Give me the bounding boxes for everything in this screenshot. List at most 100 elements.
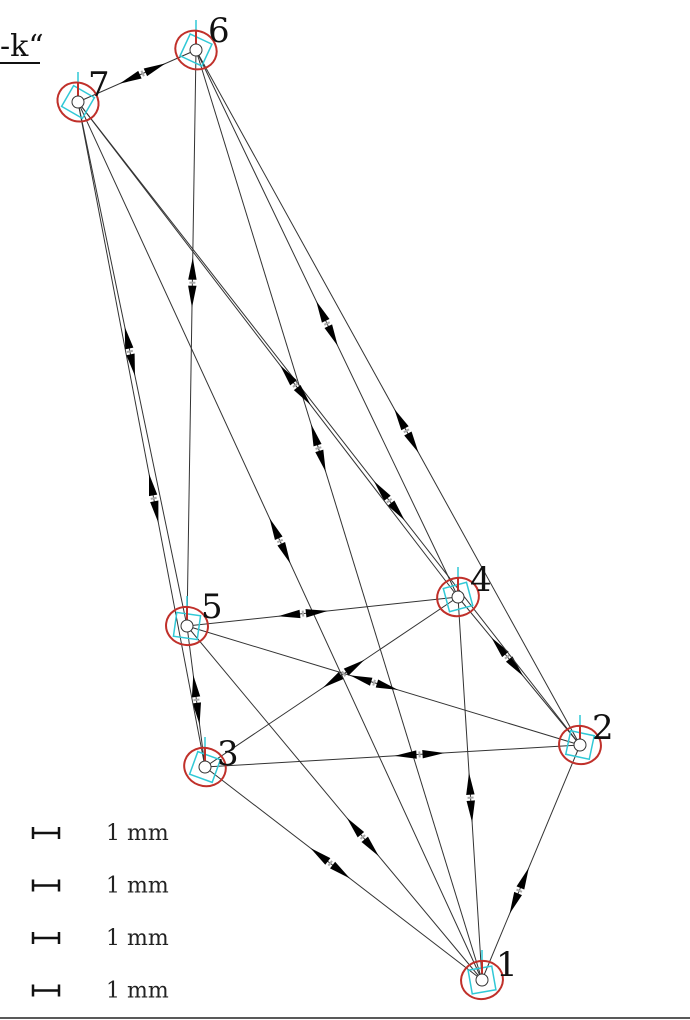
arrow-marker [322,672,344,688]
edge-tick [276,538,284,544]
node-frame [442,581,474,613]
arrow-marker [150,500,159,523]
arrow-marker [491,637,509,658]
nodes-layer: 1 2 3 4 5 6 7 [56,11,614,1001]
arrow-marker [316,300,330,323]
node-5: 5 [165,587,223,647]
edge-tick [315,446,322,450]
arrow-marker [466,800,475,823]
node-label: 5 [201,587,223,627]
edge-tick [140,70,145,77]
node-point [573,738,587,752]
edge-3-7 [77,101,206,768]
node-label: 7 [88,65,110,105]
arrow-marker [188,285,197,308]
arrow-marker [305,609,328,618]
arrow-marker [404,431,419,453]
arrow-marker [330,861,351,879]
error-ellipse [558,724,602,766]
edge-line [77,101,581,746]
edge-1-2 [481,744,581,981]
arrow-marker [466,772,475,795]
scale-label: 1 mm [106,979,169,1004]
arrow-marker [346,817,365,838]
edge-line [77,101,459,598]
error-ellipse [165,605,209,647]
node-point [451,590,465,604]
edge-3-4 [204,596,459,768]
edge-1-7 [77,101,483,981]
edge-tick [126,349,134,354]
edge-6-7 [77,49,197,103]
node-label: 4 [470,560,492,600]
edge-tick [327,860,333,867]
edge-2-7 [77,101,581,746]
edge-tick [403,428,410,434]
arrow-marker [126,353,135,376]
scale-legend: 1 mm 1 mm 1 mm 1 mm [31,821,169,1004]
node-4: 4 [436,560,492,618]
arrow-marker [310,848,331,865]
scale-label: 1 mm [106,821,169,846]
arrow-marker [394,750,417,759]
arrow-marker [505,656,524,677]
arrow-marker [119,70,142,84]
edge-tick [323,321,331,326]
edge-tick [292,382,299,388]
scale-label: 1 mm [106,926,169,951]
edge-tick [386,498,393,504]
edge-line [204,744,581,768]
arrow-marker [315,449,326,472]
edge-tick [516,888,523,893]
node-6: 6 [174,11,230,71]
edge-line [77,101,206,768]
error-ellipse [436,576,480,618]
node-3: 3 [183,734,239,788]
edge-tick [301,610,305,617]
edge-line [195,49,581,746]
arrow-marker [509,891,522,914]
node-point [475,973,489,987]
node-frame [564,729,596,761]
node-label: 1 [496,945,518,985]
title-fragment: -k“ [0,29,44,64]
edge-1-4 [457,596,483,981]
arrow-marker [293,384,311,405]
scale-label: 1 mm [106,874,169,899]
arrow-marker [373,480,391,501]
arrow-marker [143,63,166,77]
arrow-marker [277,541,291,564]
node-2: 2 [558,708,614,766]
arrow-marker [188,257,197,280]
node-7: 7 [56,65,110,123]
edge-tick [341,670,347,677]
arrow-marker [278,609,301,619]
node-frame [172,611,202,641]
edge-tick [193,698,200,702]
scale-bar: 1 mm [31,821,169,846]
error-ellipse [460,959,504,1001]
scale-bar: 1 mm [31,979,169,1004]
node-label: 3 [217,734,239,774]
scale-bar: 1 mm [31,926,169,951]
edge-4-5 [186,596,459,627]
arrow-marker [191,675,201,698]
arrow-marker [394,408,409,431]
edge-1-3 [204,766,483,981]
node-label: 2 [592,708,614,748]
arrow-marker [375,679,398,690]
node-frame [179,33,213,67]
edge-3-5 [186,625,206,768]
edge-line [481,744,581,981]
arrow-marker [269,518,283,541]
edge-tick [372,679,376,686]
edge-line [195,49,483,981]
scale-bar: 1 mm [31,874,169,899]
arrow-marker [387,500,405,521]
error-ellipse [174,29,218,71]
edge-tick [150,496,157,500]
edge-1-6 [195,49,483,981]
arrow-marker [192,702,201,725]
node-frame [467,965,497,995]
